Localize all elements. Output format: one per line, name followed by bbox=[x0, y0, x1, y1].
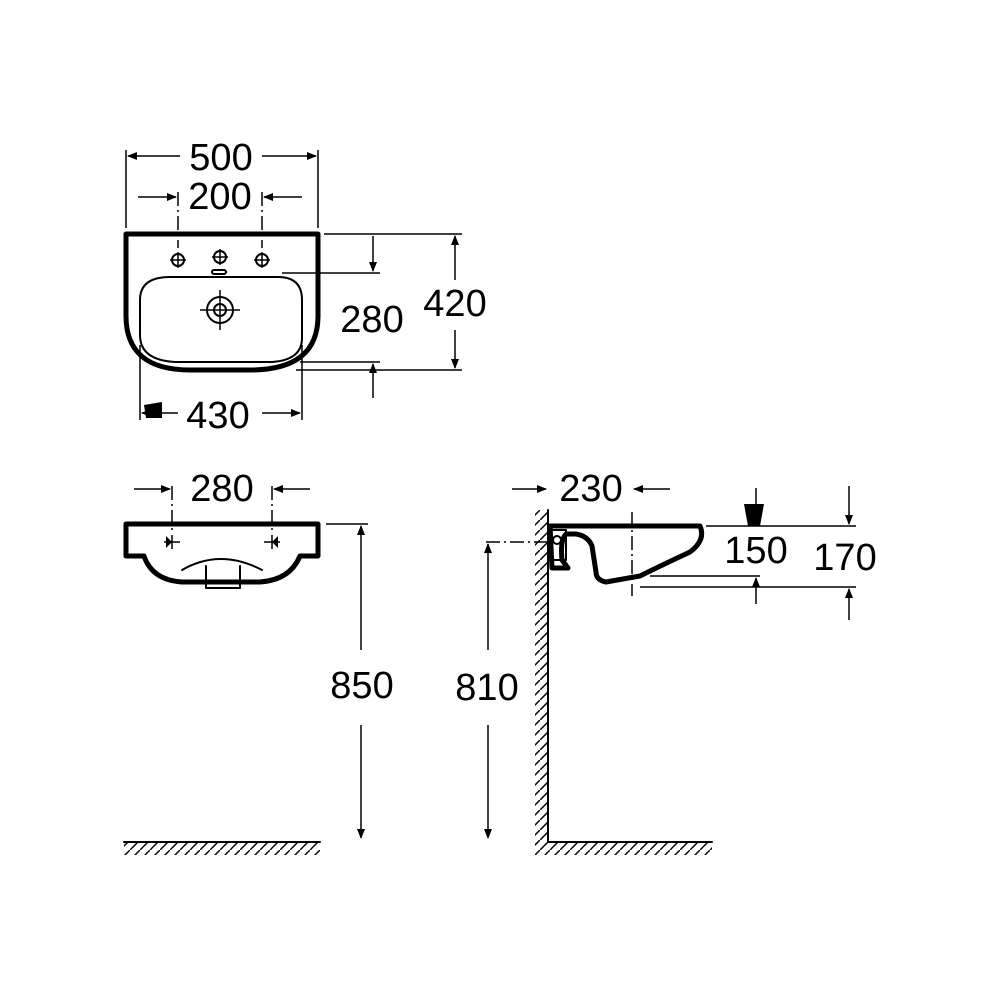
dimension-label: 230 bbox=[559, 468, 622, 510]
dimension-label: 150 bbox=[724, 530, 787, 572]
dimension-label: 280 bbox=[340, 299, 403, 341]
dimension-label: 200 bbox=[188, 176, 251, 218]
pedestal-outlet bbox=[181, 558, 263, 589]
tap-hole-icon bbox=[164, 535, 180, 549]
basin-side-profile bbox=[547, 523, 705, 585]
dimension-depth-overall: 420 bbox=[296, 233, 487, 371]
dimension-front-tap-spacing: 280 bbox=[134, 468, 310, 532]
dimension-label: 170 bbox=[813, 537, 876, 579]
tap-hole-icon bbox=[254, 252, 270, 268]
basin-front-outline bbox=[123, 521, 321, 585]
dimension-label: 430 bbox=[186, 395, 249, 437]
dimension-label: 810 bbox=[455, 667, 518, 709]
dimension-width-overall: 500 bbox=[125, 137, 319, 228]
dimension-total-height: 170 bbox=[640, 486, 877, 620]
dimension-wall-projection: 230 bbox=[512, 468, 670, 510]
side-view: 230 810 150 170 bbox=[455, 468, 877, 855]
floor-hatch bbox=[123, 841, 321, 855]
dimension-bowl-width: 430 bbox=[139, 345, 303, 437]
tap-hole-icon bbox=[170, 252, 186, 268]
tap-hole-icon bbox=[264, 535, 280, 549]
tap-hole-icon bbox=[212, 249, 228, 265]
dimension-rim-height: 850 bbox=[326, 523, 394, 839]
top-view: 500 200 420 280 bbox=[123, 137, 487, 437]
dimension-bowl-depth: 280 bbox=[282, 236, 404, 398]
dimension-label: 500 bbox=[189, 137, 252, 179]
dimension-label: 280 bbox=[190, 468, 253, 510]
bowl-outline bbox=[139, 276, 303, 363]
wall-hatch bbox=[535, 509, 713, 855]
wall-bracket bbox=[549, 529, 567, 561]
dimension-label: 420 bbox=[423, 283, 486, 325]
front-view: 280 850 bbox=[123, 468, 394, 855]
dimension-label: 850 bbox=[330, 665, 393, 707]
dimension-bowl-height: 150 bbox=[650, 488, 856, 604]
overflow-slot bbox=[211, 269, 227, 275]
dimension-outlet-height: 810 bbox=[455, 543, 519, 839]
basin-top-outline bbox=[123, 231, 321, 373]
drain-icon bbox=[200, 290, 240, 330]
dimension-tap-spacing: 200 bbox=[138, 176, 302, 248]
